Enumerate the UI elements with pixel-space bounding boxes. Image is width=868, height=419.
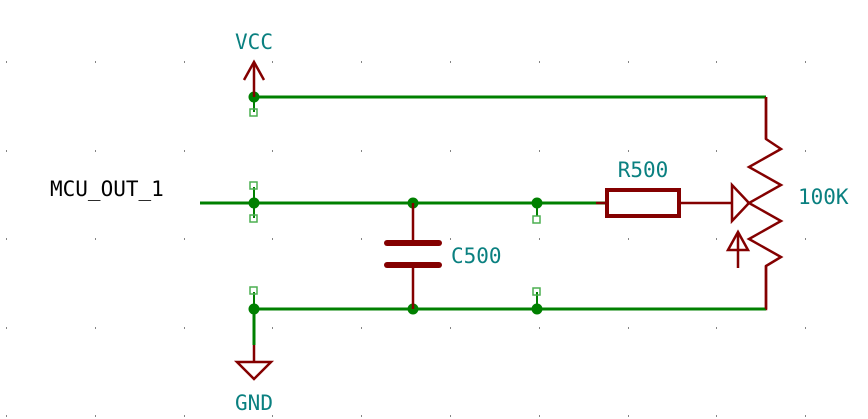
grid-dot: [628, 150, 629, 152]
grid-dot: [450, 415, 451, 417]
grid-dot: [361, 150, 362, 152]
grid-dot: [628, 415, 629, 417]
grid-dot: [361, 415, 362, 417]
pin-marker: [532, 287, 541, 296]
grid-dot: [539, 415, 540, 417]
grid-dot: [539, 238, 540, 240]
grid-dot: [95, 150, 96, 152]
pin-marker: [532, 215, 541, 224]
grid-dot: [716, 61, 717, 63]
grid-dot: [361, 327, 362, 329]
grid-dot: [805, 327, 806, 329]
grid-dot: [95, 61, 96, 63]
grid-dot: [450, 238, 451, 240]
grid-dot: [272, 61, 273, 63]
capacitor-ref-label: C500: [451, 244, 502, 268]
grid-dot: [628, 327, 629, 329]
vcc-label: VCC: [235, 30, 273, 54]
grid-dot: [272, 415, 273, 417]
grid-dot: [805, 415, 806, 417]
grid-dot: [539, 61, 540, 63]
grid-dot: [539, 327, 540, 329]
adjust-arrow-head: [725, 229, 751, 252]
gnd-symbol[interactable]: [233, 345, 275, 381]
grid-dot: [184, 327, 185, 329]
grid-dot: [716, 150, 717, 152]
grid-dot: [184, 415, 185, 417]
grid-dot: [184, 61, 185, 63]
grid-dot: [628, 61, 629, 63]
grid-dot: [450, 327, 451, 329]
pin-marker: [249, 286, 258, 295]
resistor-ref-label: R500: [618, 158, 669, 182]
grid-dot: [95, 238, 96, 240]
grid-dot: [628, 238, 629, 240]
unconnected-pin-markers: [249, 108, 541, 296]
grid-dot: [95, 327, 96, 329]
junction-dot: [248, 303, 260, 315]
grid-dots: [6, 61, 806, 417]
wiper-arrow: [730, 181, 751, 225]
grid-dot: [805, 238, 806, 240]
grid-dot: [272, 150, 273, 152]
grid-dot: [450, 61, 451, 63]
grid-dot: [184, 238, 185, 240]
junction-dot: [531, 197, 543, 209]
grid-dot: [716, 327, 717, 329]
gnd-label: GND: [235, 391, 273, 415]
grid-dot: [6, 238, 7, 240]
grid-dot: [805, 150, 806, 152]
pin-marker: [249, 214, 258, 223]
grid-dot: [184, 150, 185, 152]
grid-dot: [95, 415, 96, 417]
grid-dot: [539, 150, 540, 152]
grid-dot: [6, 150, 7, 152]
grid-dot: [6, 61, 7, 63]
grid-dot: [272, 327, 273, 329]
grid-dot: [361, 61, 362, 63]
grid-dot: [6, 415, 7, 417]
capacitor-c500[interactable]: [384, 203, 442, 309]
junctions: [248, 91, 543, 315]
grid-dot: [272, 238, 273, 240]
vcc-symbol[interactable]: [242, 59, 266, 97]
potentiometer-value-label: 100K: [798, 185, 849, 209]
grid-dot: [716, 238, 717, 240]
grid-dot: [361, 238, 362, 240]
pin-marker: [249, 181, 258, 190]
grid-dot: [450, 150, 451, 152]
grid-dot: [6, 327, 7, 329]
grid-dot: [805, 61, 806, 63]
pin-marker: [249, 108, 258, 117]
junction-dot: [248, 197, 260, 209]
grid-dot: [716, 415, 717, 417]
resistor-r500[interactable]: [596, 188, 732, 218]
net-label-mcu-out[interactable]: MCU_OUT_1: [50, 177, 164, 201]
